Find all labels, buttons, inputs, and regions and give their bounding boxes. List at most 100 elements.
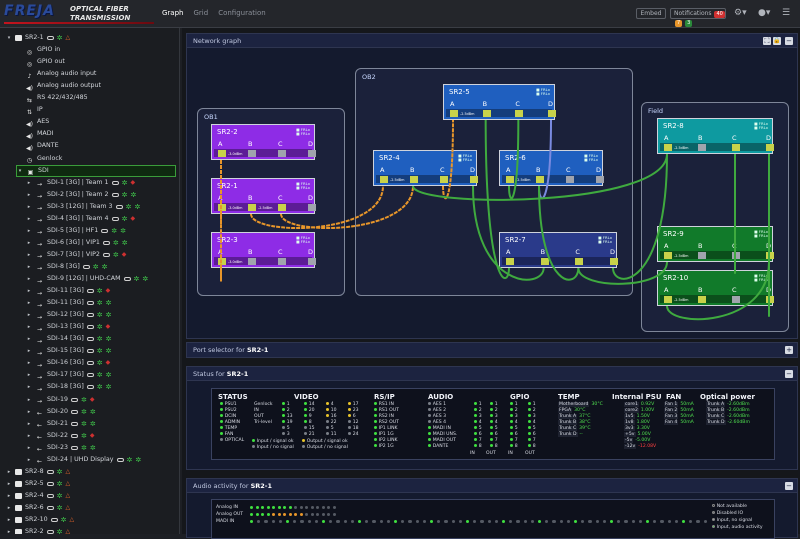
tree-item[interactable]: ▸SR2-4✲△ (6, 490, 70, 502)
embed-button[interactable]: Embed (636, 8, 666, 19)
status-gear-icon[interactable]: ✲ (81, 443, 87, 452)
port-c[interactable] (515, 110, 524, 117)
tree-item[interactable]: ⇆RS 422/432/485 (16, 92, 88, 104)
tree-item[interactable]: ▸→SDI-11 [3G]✲✲ (26, 297, 112, 309)
status-gear-icon[interactable]: ✲ (111, 226, 118, 235)
tree-item[interactable]: ◀)DANTE (16, 140, 59, 152)
expand-caret-icon[interactable]: ▸ (27, 239, 31, 246)
expand-caret-icon[interactable]: ▸ (27, 324, 31, 331)
port-d[interactable] (308, 204, 316, 211)
port-a[interactable] (380, 176, 388, 183)
tree-item[interactable]: ▸→SDI-5 [3G] | HF1✲✲ (26, 225, 126, 237)
tree-item[interactable]: ▾▣SDI (16, 164, 176, 177)
status-gear-icon[interactable]: ✲ (60, 516, 67, 524)
expand-caret-icon[interactable]: ▸ (27, 203, 31, 210)
toggle-icon[interactable] (71, 421, 78, 426)
port-d[interactable] (308, 258, 316, 265)
expand-caret-icon[interactable]: ▸ (27, 263, 31, 270)
tree-item[interactable]: ▸→SDI-11 [3G]✲◆ (26, 285, 111, 297)
tree-item[interactable]: ▸SR2-8✲△ (6, 466, 70, 478)
port-a[interactable] (664, 296, 672, 303)
tree-item[interactable]: ▾SR2-1✲△ (6, 32, 70, 44)
toggle-icon[interactable] (102, 252, 110, 257)
status-gear-icon[interactable]: ✲ (96, 359, 103, 368)
expand-caret-icon[interactable]: ▸ (27, 408, 31, 415)
status-gear-icon[interactable]: ✲ (56, 503, 63, 512)
port-d[interactable] (766, 252, 774, 259)
tree-item[interactable]: ▸→SDI-6 [3G] | VIP1✲✲ (26, 237, 128, 249)
expand-caret-icon[interactable]: ▸ (27, 227, 31, 234)
status-gear-icon[interactable]: ✲ (56, 34, 63, 42)
expand-caret-icon[interactable]: ▸ (27, 420, 31, 427)
port-b[interactable] (698, 296, 706, 303)
status-gear-icon[interactable]: ✲ (56, 479, 63, 488)
status-gear-icon[interactable]: ✲ (96, 383, 103, 392)
port-c[interactable] (440, 176, 448, 183)
tree-item[interactable]: ▸←SDI-23✲✲ (26, 442, 96, 454)
tree-item[interactable]: ◷Genlock (16, 153, 63, 165)
expand-caret-icon[interactable]: ▸ (27, 300, 31, 307)
port-d[interactable] (766, 296, 774, 303)
tree-item[interactable]: ▸→SDI-9 [12G] | UHD-CAM✲✲ (26, 273, 149, 285)
status-gear-icon[interactable]: ✲ (81, 407, 87, 416)
status-gear-icon[interactable]: ✲ (96, 299, 103, 308)
status-gear-icon[interactable]: ✲ (96, 311, 103, 320)
status-gear-icon[interactable]: ✲ (121, 190, 128, 199)
toggle-icon[interactable] (86, 361, 94, 366)
toggle-icon[interactable] (123, 277, 131, 281)
status-gear-icon[interactable]: ✲ (56, 528, 63, 534)
collapse-icon[interactable]: − (785, 37, 793, 45)
expand-caret-icon[interactable]: ▸ (27, 179, 31, 186)
freja-logo[interactable]: FREJA OPTICAL FIBER TRANSMISSION (4, 3, 154, 25)
nav-tab-configuration[interactable]: Configuration (218, 9, 266, 17)
status-gear-icon[interactable]: ✲ (125, 202, 132, 211)
status-gear-icon[interactable]: ✲ (112, 238, 119, 247)
toggle-icon[interactable] (111, 216, 119, 221)
expand-caret-icon[interactable]: ▸ (7, 480, 11, 487)
port-a[interactable] (450, 110, 458, 117)
status-gear-icon[interactable]: ✲ (92, 262, 99, 271)
status-gear-icon[interactable]: ✲ (121, 178, 128, 187)
expand-caret-icon[interactable]: ▾ (18, 167, 22, 174)
status-gear-icon[interactable]: ✲ (96, 323, 103, 332)
port-b[interactable] (698, 252, 706, 259)
toggle-icon[interactable] (71, 409, 78, 414)
expand-caret-icon[interactable]: ▸ (27, 276, 31, 282)
status-gear-icon[interactable]: ✲ (96, 335, 103, 344)
port-a[interactable] (218, 258, 226, 265)
nav-tab-grid[interactable]: Grid (193, 9, 209, 17)
port-b[interactable] (536, 176, 544, 183)
toggle-icon[interactable] (46, 36, 54, 40)
expand-caret-icon[interactable]: ▸ (27, 191, 31, 198)
status-gear-icon[interactable]: ✲ (81, 395, 87, 404)
status-gear-icon[interactable]: ✲ (96, 371, 103, 380)
nav-tab-graph[interactable]: Graph (162, 9, 184, 17)
tree-item[interactable]: ▸←SDI-20✲✲ (26, 406, 96, 418)
port-c[interactable] (278, 258, 286, 265)
toggle-icon[interactable] (86, 385, 94, 390)
tree-item[interactable]: ▸→SDI-7 [3G] | VIP2✲◆ (26, 249, 127, 261)
port-d[interactable] (308, 150, 316, 157)
expand-caret-icon[interactable]: ▸ (27, 456, 31, 463)
toggle-icon[interactable] (46, 481, 54, 486)
tree-item[interactable]: ◀)MADI (16, 128, 53, 140)
port-c[interactable] (566, 176, 574, 183)
tree-item[interactable]: ▸←SDI-22✲◆ (26, 430, 95, 442)
port-c[interactable] (732, 296, 740, 303)
status-gear-icon[interactable]: ✲ (121, 214, 128, 223)
port-c[interactable] (732, 144, 740, 151)
expand-caret-icon[interactable]: ▸ (27, 348, 31, 355)
tree-item[interactable]: ▸←SDI-21✲✲ (26, 418, 96, 430)
port-b[interactable] (698, 144, 706, 151)
toggle-icon[interactable] (111, 192, 119, 197)
expand-caret-icon[interactable]: ▸ (27, 312, 31, 319)
expand-caret-icon[interactable]: ▸ (27, 360, 31, 367)
status-gear-icon[interactable]: ✲ (81, 419, 87, 428)
port-c[interactable] (278, 150, 286, 157)
status-gear-icon[interactable]: ✲ (56, 467, 63, 476)
tree-item[interactable]: ◀)Analog audio output (16, 80, 101, 92)
tree-item[interactable]: ▸→SDI-14 [3G]✲✲ (26, 333, 112, 345)
